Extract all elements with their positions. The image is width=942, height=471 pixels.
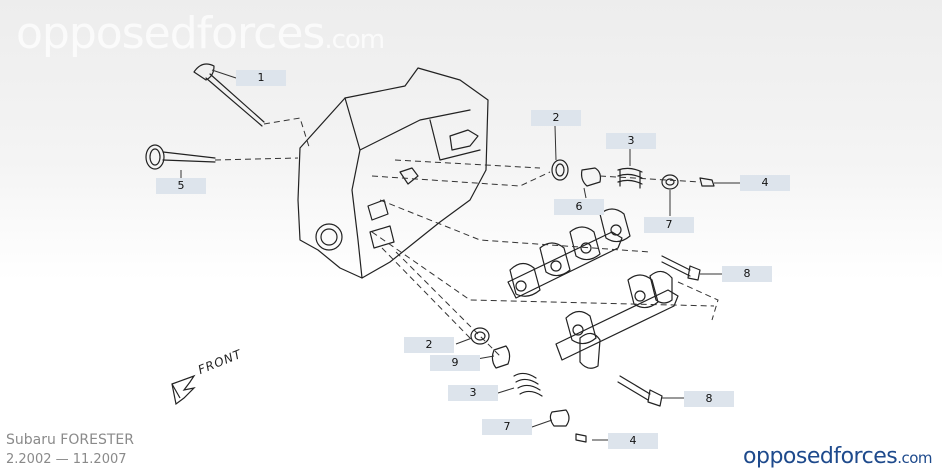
callout-4-lower: 4: [608, 433, 658, 449]
callout-2-lower: 2: [404, 337, 454, 353]
valve-lifter: [580, 167, 602, 187]
callout-3-upper: 3: [606, 133, 656, 149]
valve-seal: [551, 159, 569, 181]
exhaust-valve: [145, 144, 165, 170]
callout-2-upper: 2: [531, 110, 581, 126]
model-years: 2.2002 — 11.2007: [6, 452, 127, 467]
callout-7-lower: 7: [482, 419, 532, 435]
callout-7-upper: 7: [644, 217, 694, 233]
valve-spring: [617, 167, 643, 189]
rocker-bolt-upper: [661, 255, 691, 277]
valve-spring-seat: [491, 345, 511, 369]
valve-seal-lower: [470, 327, 490, 345]
valve-cotter: [699, 177, 715, 187]
spring-retainer-lower: [549, 409, 570, 427]
spring-retainer: [661, 174, 679, 190]
cylinder-head: [297, 67, 489, 279]
intake-valve: [193, 63, 215, 81]
rocker-shaft-assembly-2: [555, 289, 679, 361]
callout-9: 9: [430, 355, 480, 371]
callout-3-lower: 3: [448, 385, 498, 401]
callout-6: 6: [554, 199, 604, 215]
model-name: Subaru FORESTER: [6, 432, 134, 448]
callout-8-upper: 8: [722, 266, 772, 282]
front-arrow-icon: [171, 374, 196, 406]
rocker-bolt-lower: [617, 375, 651, 401]
brand-logo[interactable]: opposedforces.com: [743, 444, 932, 469]
callout-1: 1: [236, 70, 286, 86]
watermark-logo: opposedforces.com: [16, 8, 385, 59]
callout-8-lower: 8: [684, 391, 734, 407]
callout-5: 5: [156, 178, 206, 194]
rocker-shaft-assembly-1: [507, 231, 623, 299]
valve-spring-lower: [513, 372, 543, 397]
valve-cotter-lower: [575, 433, 587, 443]
callout-4-upper: 4: [740, 175, 790, 191]
